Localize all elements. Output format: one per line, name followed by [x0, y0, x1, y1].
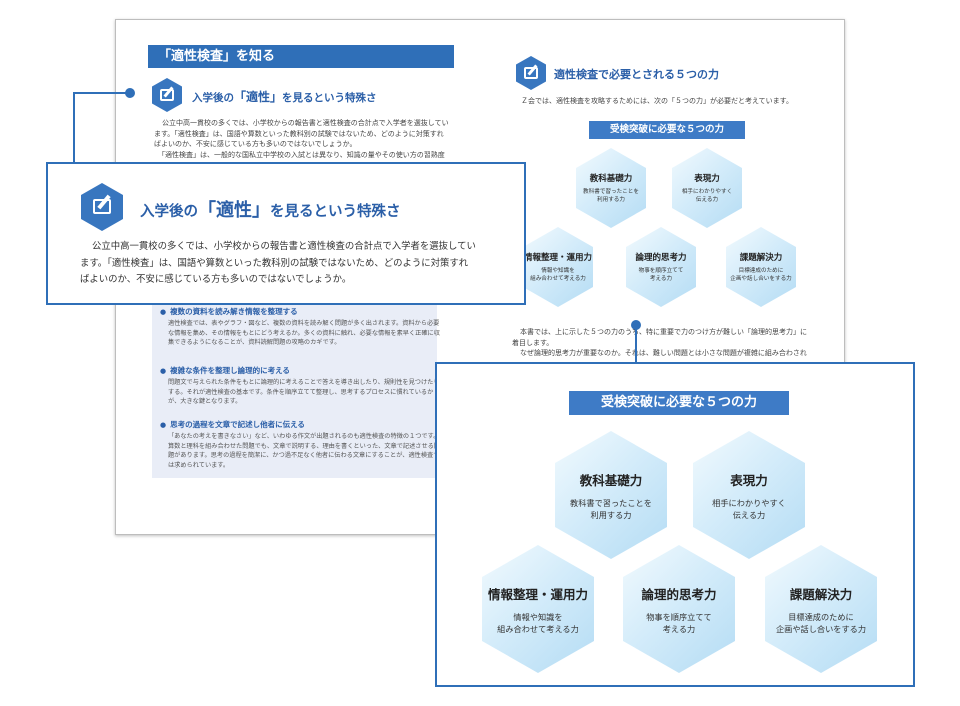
callout-paragraph: 公立中高一貫校の多くでは、小学校からの報告書と適性検査の合計点で入学者を選抜して…	[80, 241, 476, 285]
hex-small-kyoka: 教科基礎力教科書で習ったことを 利用する力	[576, 148, 646, 228]
hex-large-kyoka: 教科基礎力教科書で習ったことを 利用する力	[555, 431, 667, 559]
hex-large-joho: 情報整理・運用力情報や知識を 組み合わせて考える力	[482, 545, 594, 673]
hex-small-hyogen: 表現力相手にわかりやすく 伝える力	[672, 148, 742, 228]
pencil-hex-icon	[152, 78, 182, 112]
bullet-panel	[152, 296, 437, 478]
hex-large-ronri: 論理的思考力物事を順序立てて 考える力	[623, 545, 735, 673]
five-powers-intro: Ｚ会では、適性検査を攻略するためには、次の「５つの力」が必要だと考えています。	[521, 97, 793, 105]
connector-line-2v	[635, 324, 637, 362]
bullet-title-1: 複数の資料を読み解き情報を整理する	[160, 306, 298, 317]
zoom-callout-five-powers: 受検突破に必要な５つの力 教科基礎力教科書で習ったことを 利用する力 表現力相手…	[435, 362, 915, 687]
connector-line-1v	[73, 92, 75, 162]
pencil-hex-icon-large	[81, 183, 123, 231]
hex-small-kadai: 課題解決力目標達成のために 企画や話し合いをする力	[726, 227, 796, 307]
bullet-title-3: 思考の過程を文章で記述し他者に伝える	[160, 419, 305, 430]
five-powers-heading: 適性検査で必要とされる５つの力	[554, 68, 719, 81]
hex-large-kadai: 課題解決力目標達成のために 企画や話し合いをする力	[765, 545, 877, 673]
bullet-body-3: 「あなたの考えを書きなさい」など、いわゆる作文が出題されるのも適性検査の特徴の１…	[168, 433, 441, 469]
intro-paragraph: 公立中高一貫校の多くでは、小学校からの報告書と適性検査の合計点で入学者を選抜して…	[154, 119, 449, 159]
section-heading-small: 入学後の「適性」を見るという特殊さ	[192, 90, 377, 104]
bullet-title-2: 複雑な条件を整理し論理的に考える	[160, 365, 290, 376]
zoom-callout-intro: 入学後の「適性」を見るという特殊さ 公立中高一貫校の多くでは、小学校からの報告書…	[46, 162, 526, 305]
hex-small-ronri: 論理的思考力物事を順序立てて 考える力	[626, 227, 696, 307]
hex-large-hyogen: 表現力相手にわかりやすく 伝える力	[693, 431, 805, 559]
connector-line-1h	[73, 92, 129, 94]
pencil-hex-icon-right	[516, 56, 546, 90]
section-band-title: 「適性検査」を知る	[148, 45, 454, 68]
hex-small-joho: 情報整理・運用力情報や知識を 組み合わせて考える力	[523, 227, 593, 307]
callout-heading: 入学後の「適性」を見るという特殊さ	[140, 200, 401, 221]
brochure-page: 「適性検査」を知る 入学後の「適性」を見るという特殊さ 公立中高一貫校の多くでは…	[115, 19, 845, 535]
five-powers-box-title-large: 受検突破に必要な５つの力	[569, 391, 789, 415]
bullet-body-1: 適性検査では、表やグラフ・図など、複数の資料を読み解く問題が多く出されます。資料…	[168, 320, 440, 346]
connector-dot-1	[125, 88, 135, 98]
bullet-body-2: 問題文で与えられた条件をもとに論理的に考えることで答えを導き出したり、規則性を見…	[168, 379, 440, 405]
right-bottom-paragraph: 本書では、上に示した５つの力のうち、特に重要で力のつけ方が難しい「論理的思考力」…	[512, 328, 807, 357]
connector-dot-2	[631, 320, 641, 330]
five-powers-box-title-small: 受検突破に必要な５つの力	[589, 121, 745, 139]
